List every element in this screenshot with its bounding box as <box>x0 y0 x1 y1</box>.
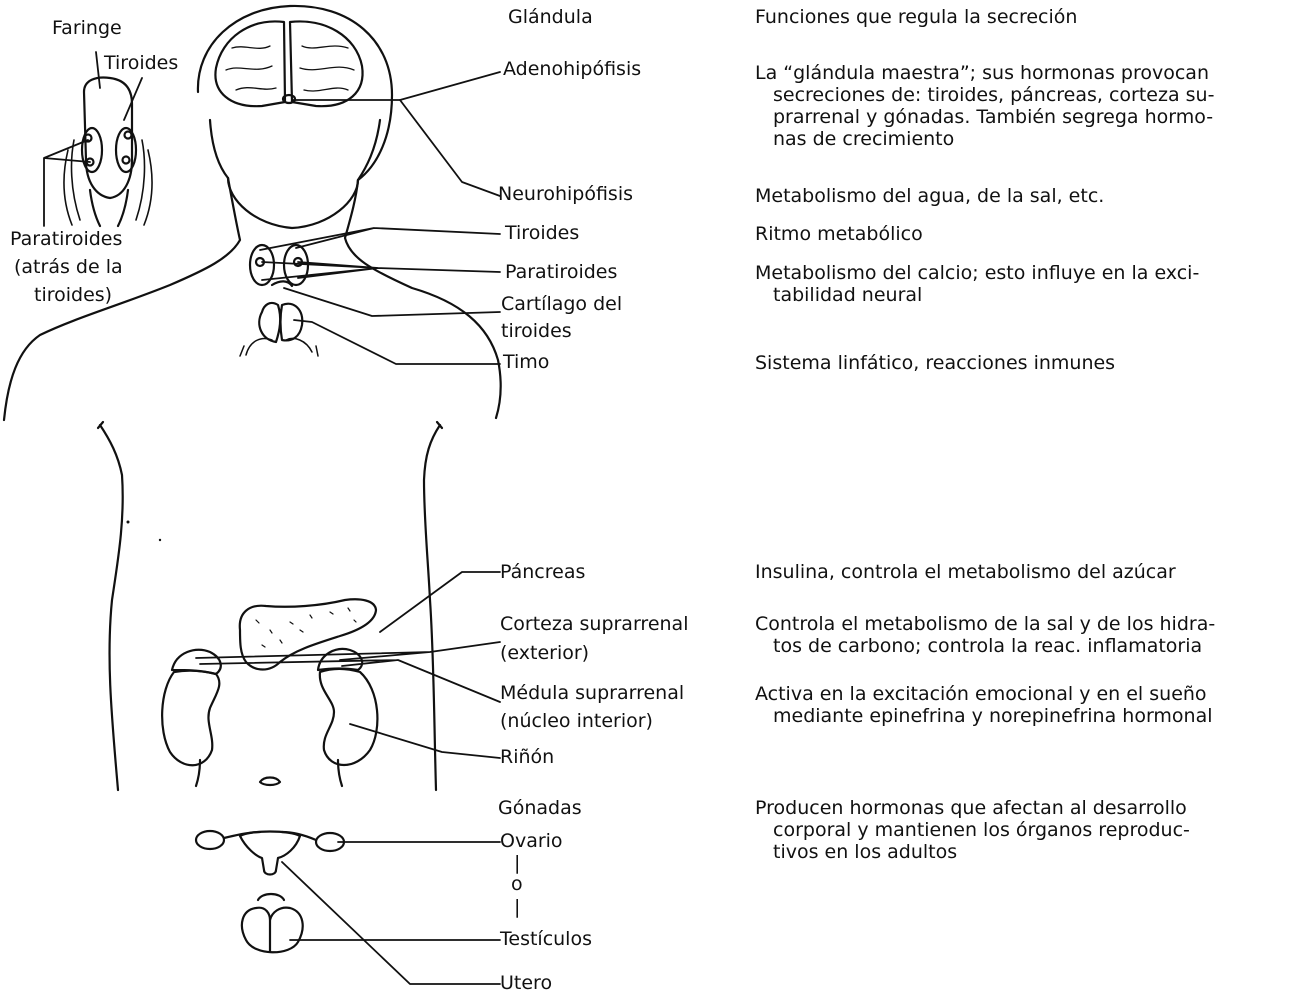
function-paratiroides-line-2: tabilidad neural <box>755 284 1300 306</box>
function-adenohipofisis-line-1: La “glándula maestra”; sus hormonas prov… <box>755 62 1300 84</box>
function-neurohipofisis: Metabolismo del agua, de la sal, etc. <box>755 185 1300 207</box>
inset-label-tiroides: Tiroides <box>104 52 178 74</box>
gland-label-utero: Utero <box>500 972 552 994</box>
gland-label-gonadas: Gónadas <box>498 797 582 819</box>
brain-right-hemisphere <box>290 21 363 106</box>
testes-organ <box>242 908 303 953</box>
brain-left-hemisphere <box>215 21 285 106</box>
gland-label-pancreas: Páncreas <box>500 561 585 583</box>
gland-label-rinon: Riñón <box>500 746 554 768</box>
gland-label-cartilago-2: tiroides <box>501 320 572 342</box>
speck-2 <box>159 539 161 541</box>
function-gonadas: Producen hormonas que afectan al desarro… <box>755 797 1300 863</box>
function-corteza-line-1: Controla el metabolismo de la sal y de l… <box>755 613 1300 635</box>
kidney-right <box>320 669 378 765</box>
leader-neurohipofisis <box>400 100 500 196</box>
gland-label-corteza-1: Corteza suprarrenal <box>500 613 688 635</box>
torso-left-outline <box>100 425 123 790</box>
ovary-left <box>196 831 224 849</box>
inset-trachea <box>90 190 128 226</box>
inset-label-paratiroides: Paratiroides <box>10 228 122 250</box>
function-medula-line-2: mediante epinefrina y norepinefrina horm… <box>755 705 1300 727</box>
header-functions: Funciones que regula la secreción <box>755 6 1077 28</box>
function-timo-line-1: Sistema linfático, reacciones inmunes <box>755 352 1300 374</box>
leader-utero <box>282 862 500 984</box>
function-tiroides-line-1: Ritmo metabólico <box>755 223 1300 245</box>
pancreas-texture <box>256 608 356 647</box>
thymus-vessels <box>240 339 318 357</box>
function-pancreas: Insulina, controla el metabolismo del az… <box>755 561 1300 583</box>
leader-inset-faringe <box>96 52 100 88</box>
thymus-gland <box>259 303 302 342</box>
header-gland: Glándula <box>508 6 593 28</box>
function-corteza: Controla el metabolismo de la sal y de l… <box>755 613 1300 657</box>
gland-label-adenohipofisis: Adenohipófisis <box>503 58 641 80</box>
torso-right-outline <box>424 425 440 790</box>
inset-label-paratiroides-note-2: tiroides) <box>34 284 112 306</box>
gonad-or-bar-bottom: | <box>514 896 520 918</box>
scrotum-top <box>258 894 284 900</box>
function-pancreas-line-1: Insulina, controla el metabolismo del az… <box>755 561 1300 583</box>
inset-label-faringe: Faringe <box>52 17 122 39</box>
gonad-or-word: o <box>511 873 523 895</box>
leader-timo <box>294 320 500 364</box>
leader-adenohipofisis <box>292 72 500 100</box>
function-adenohipofisis-line-3: prarrenal y gónadas. También segrega hor… <box>755 106 1300 128</box>
gland-label-neurohipofisis: Neurohipófisis <box>498 183 633 205</box>
leader-paratiroides <box>262 262 500 280</box>
function-corteza-line-2: tos de carbono; controla la reac. inflam… <box>755 635 1300 657</box>
leader-pancreas <box>380 572 500 632</box>
leader-tiroides <box>260 228 500 250</box>
function-tiroides: Ritmo metabólico <box>755 223 1300 245</box>
gland-label-tiroides: Tiroides <box>505 222 579 244</box>
function-medula: Activa en la excitación emocional y en e… <box>755 683 1300 727</box>
gland-label-corteza-2: (exterior) <box>500 642 589 664</box>
jaw-left <box>210 120 228 178</box>
gland-label-cartilago-1: Cartílago del <box>501 293 622 315</box>
gland-label-medula-1: Médula suprarrenal <box>500 682 684 704</box>
speck-1 <box>127 521 130 524</box>
function-adenohipofisis: La “glándula maestra”; sus hormonas prov… <box>755 62 1300 150</box>
navel <box>260 778 280 786</box>
chin-outline <box>228 178 358 228</box>
function-medula-line-1: Activa en la excitación emocional y en e… <box>755 683 1300 705</box>
kidney-left <box>162 671 219 766</box>
inset-parathyroid-4 <box>123 157 130 164</box>
gland-label-medula-2: (núcleo interior) <box>500 710 653 732</box>
function-gonadas-line-1: Producen hormonas que afectan al desarro… <box>755 797 1300 819</box>
fallopian-tubes <box>224 832 316 840</box>
function-paratiroides: Metabolismo del calcio; esto influye en … <box>755 262 1300 306</box>
function-gonadas-line-3: tivos en los adultos <box>755 841 1300 863</box>
inset-parathyroid-3 <box>125 132 132 139</box>
leader-medula <box>200 660 500 702</box>
function-adenohipofisis-line-4: nas de crecimiento <box>755 128 1300 150</box>
uterus-organ <box>240 832 300 875</box>
function-paratiroides-line-1: Metabolismo del calcio; esto influye en … <box>755 262 1300 284</box>
gland-label-ovario: Ovario <box>500 830 563 852</box>
leader-rinon <box>350 724 500 758</box>
gland-label-testiculos: Testículos <box>500 928 592 950</box>
inset-label-paratiroides-note-1: (atrás de la <box>14 256 123 278</box>
function-timo: Sistema linfático, reacciones inmunes <box>755 352 1300 374</box>
leader-cartilago <box>284 288 500 316</box>
function-gonadas-line-2: corporal y mantienen los órganos reprodu… <box>755 819 1300 841</box>
inset-side-lines <box>64 140 152 225</box>
function-adenohipofisis-line-2: secreciones de: tiroides, páncreas, cort… <box>755 84 1300 106</box>
gland-label-paratiroides: Paratiroides <box>505 261 617 283</box>
gonad-or-bar-top: | <box>514 852 520 874</box>
gland-label-timo: Timo <box>503 351 549 373</box>
function-neurohipofisis-line-1: Metabolismo del agua, de la sal, etc. <box>755 185 1300 207</box>
thyroid-cartilage <box>272 281 292 286</box>
